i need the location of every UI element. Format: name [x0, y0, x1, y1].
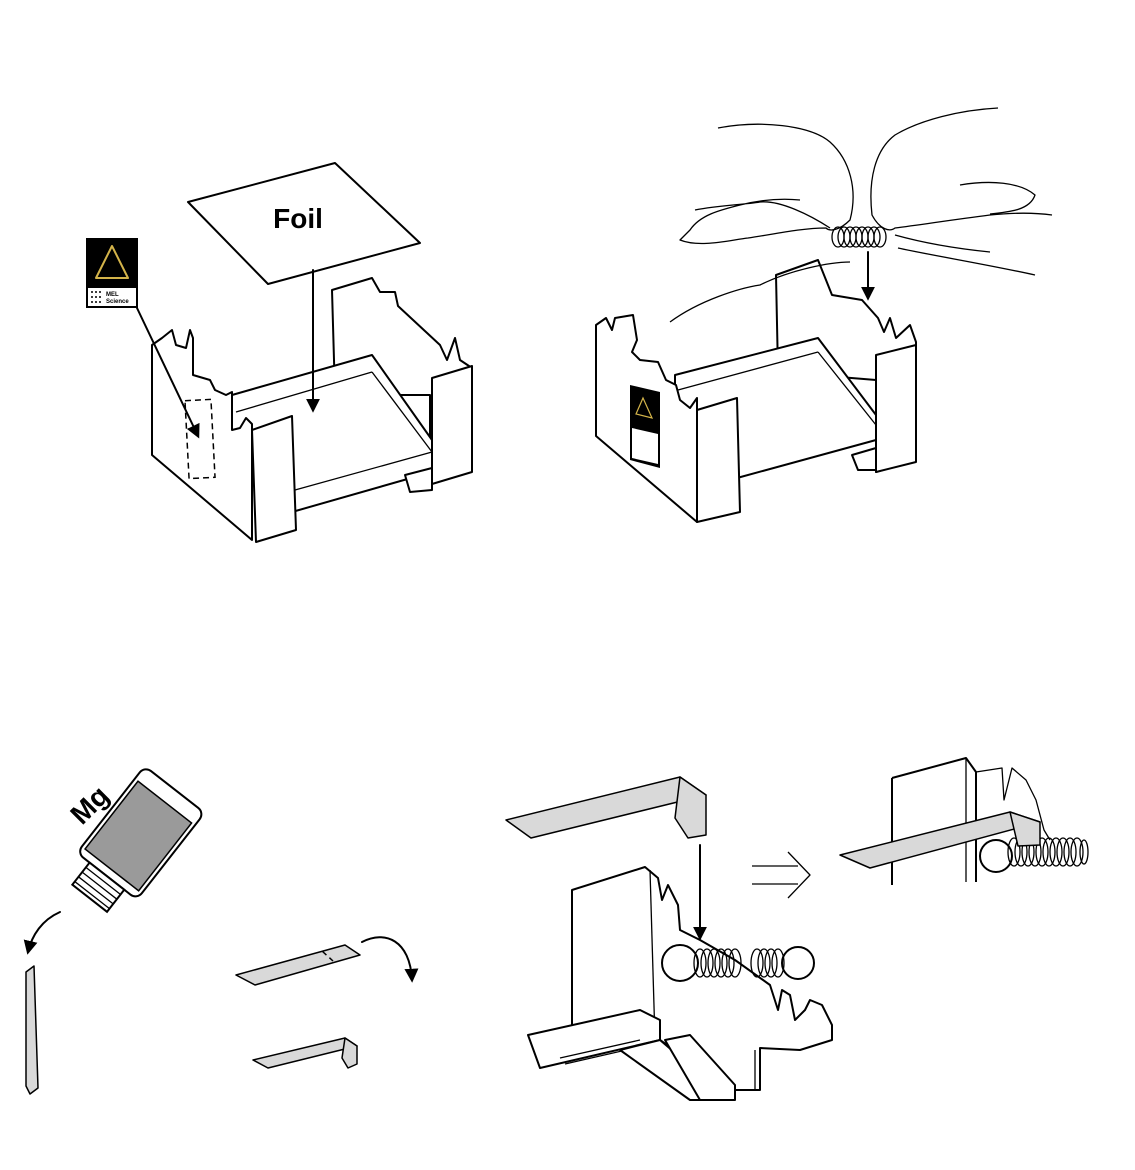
step-4-fold-strip [235, 936, 419, 1069]
left-hand [669, 123, 854, 323]
step-5-insert-strip [505, 776, 833, 1101]
logo-brand-line1: MEL [106, 292, 119, 298]
spring-coil [831, 226, 887, 248]
flat-strip [235, 944, 361, 986]
logo-brand-line2: Science [106, 299, 129, 305]
folded-strip [252, 1037, 358, 1069]
step-6-result [839, 757, 1089, 885]
curved-arrow-icon [361, 936, 419, 983]
arrow-pointer [136, 307, 200, 439]
foil-sheet [187, 162, 421, 285]
wall-logo [630, 385, 660, 468]
curved-arrow-icon [23, 911, 61, 955]
spring-coil [1007, 837, 1089, 867]
step-3-magnesium-bottle: Mg [23, 768, 203, 1095]
magnesium-strip [25, 965, 39, 1095]
double-arrow-right-icon [752, 851, 811, 899]
right-hand [870, 107, 1053, 276]
step-1-foil-placement: Foil MEL Science [86, 162, 473, 543]
spring-coil [693, 948, 785, 978]
step-2-spring-placement [595, 107, 1053, 523]
mel-science-logo: MEL Science [86, 238, 138, 308]
foil-label: Foil [273, 203, 323, 234]
